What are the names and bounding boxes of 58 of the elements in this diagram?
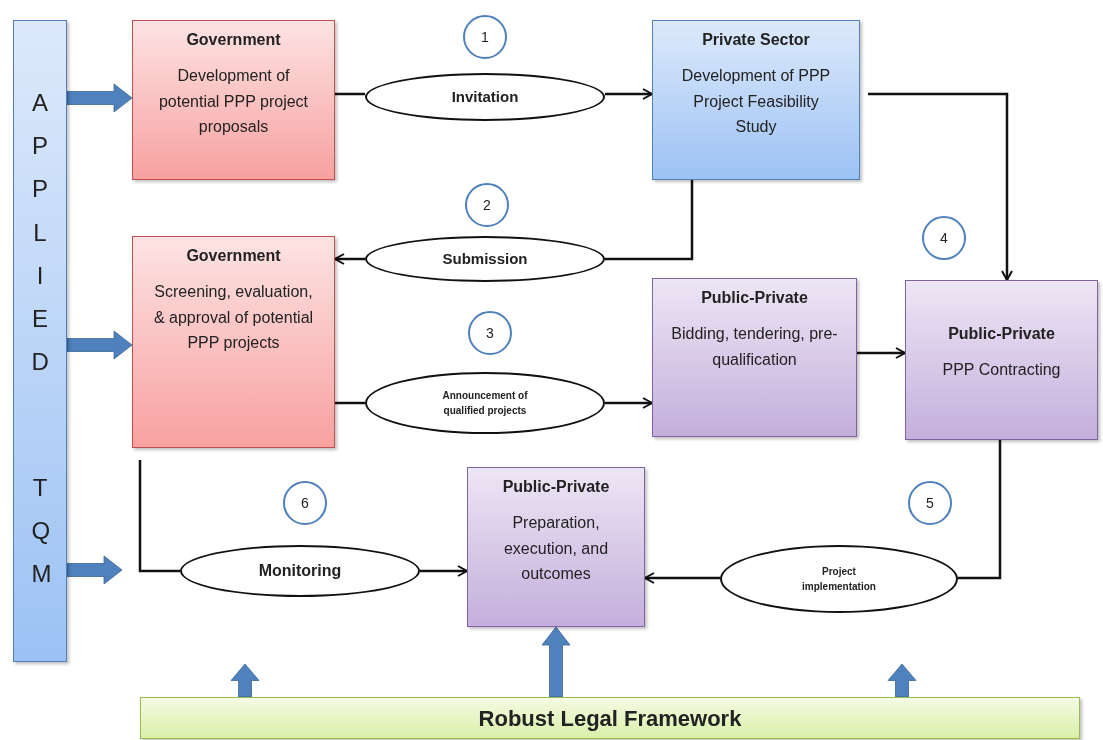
step-number: 5 — [926, 495, 934, 511]
step-number-circle — [908, 481, 952, 525]
step-number: 4 — [940, 230, 948, 246]
block-arrow — [541, 626, 571, 698]
box-heading: Public-Private — [948, 325, 1055, 343]
process-box — [132, 236, 335, 448]
vertical-label: APPLIED — [30, 88, 56, 378]
process-box — [905, 280, 1098, 440]
process-box — [132, 20, 335, 180]
process-box — [467, 467, 645, 627]
step-number-circle — [283, 481, 327, 525]
box-text: Screening, evaluation, & approval of potential PPP projects — [152, 282, 315, 354]
box-heading: Public-Private — [502, 478, 610, 496]
arrow — [420, 565, 468, 577]
vertical-label: TQM — [30, 473, 56, 590]
step-number-circle — [922, 216, 966, 260]
oval-label: Announcement of qualified projects — [441, 389, 529, 418]
step-number: 6 — [301, 495, 309, 511]
block-arrow — [66, 555, 123, 585]
block-arrow — [66, 83, 133, 113]
box-text: Bidding, tendering, pre-qualification — [671, 324, 838, 370]
process-box — [652, 278, 857, 437]
block-arrow — [66, 330, 133, 360]
oval-label: Monitoring — [257, 561, 343, 581]
base-bar — [140, 697, 1080, 739]
arrow — [605, 88, 653, 100]
box-text: Development of PPP Project Feasibility Study — [680, 66, 832, 138]
oval-label: Submission — [441, 248, 529, 269]
process-box — [652, 20, 860, 180]
side-bar — [13, 20, 67, 662]
step-number-circle — [463, 15, 507, 59]
oval-label: Project implementation — [801, 565, 877, 594]
framework-label: Robust Legal Framework — [478, 706, 742, 732]
connector-line — [958, 440, 1002, 580]
box-heading: Private Sector — [702, 31, 810, 49]
step-number: 2 — [483, 197, 491, 213]
arrow — [868, 92, 1013, 281]
box-text: Preparation, execution, and outcomes — [502, 513, 610, 585]
arrow — [644, 572, 720, 584]
block-arrow — [230, 663, 260, 698]
step-number: 3 — [486, 325, 494, 341]
block-arrow — [887, 663, 917, 698]
box-heading: Public-Private — [701, 289, 808, 307]
box-heading: Government — [186, 31, 281, 49]
connector-line — [335, 401, 365, 405]
arrow — [334, 253, 365, 265]
step-number-circle — [465, 183, 509, 227]
arrow — [857, 347, 906, 359]
box-heading: Government — [186, 247, 281, 265]
box-text: Development of potential PPP project proposals — [157, 66, 310, 138]
connector-line — [138, 460, 180, 573]
connector-line — [605, 180, 694, 261]
connector-line — [335, 92, 365, 96]
step-number-circle — [468, 311, 512, 355]
arrow — [605, 397, 653, 409]
box-text: PPP Contracting — [942, 360, 1061, 380]
oval-label: Invitation — [450, 86, 520, 107]
step-number: 1 — [481, 29, 489, 45]
